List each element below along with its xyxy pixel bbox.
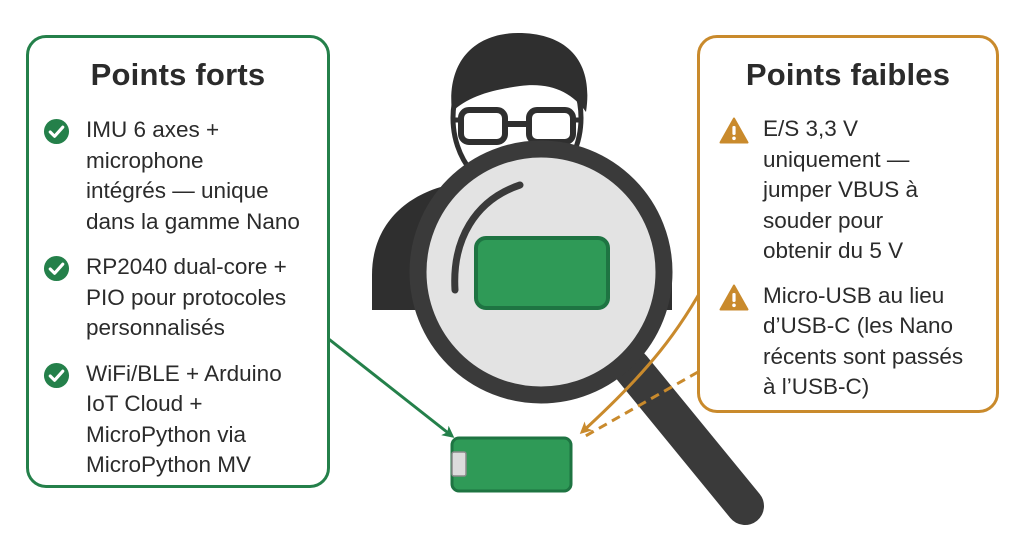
board-chip-icon: [474, 236, 610, 310]
warning-triangle-icon: [719, 284, 749, 310]
weakness-text: Micro-USB au lieu d’USB-C (les Nano réce…: [763, 282, 964, 400]
list-item: Micro-USB au lieu d’USB-C (les Nano réce…: [700, 281, 996, 403]
warning-triangle-icon: [719, 117, 749, 144]
check-circle-icon: [43, 118, 70, 145]
list-item: RP2040 dual-core + PIO pour protocoles p…: [29, 252, 327, 344]
list-item: IMU 6 axes + microphone intégrés — uniqu…: [29, 115, 327, 237]
list-item: WiFi/BLE + Arduino IoT Cloud + MicroPyth…: [29, 359, 327, 481]
weaknesses-panel: Points faibles E/S 3,3 V uniquement — ju…: [697, 35, 999, 413]
check-circle-icon: [43, 255, 70, 282]
strengths-list: IMU 6 axes + microphone intégrés — uniqu…: [29, 115, 327, 481]
strength-text: RP2040 dual-core + PIO pour protocoles p…: [86, 254, 287, 340]
arduino-nano-board-icon: [450, 436, 573, 493]
strengths-title: Points forts: [90, 57, 266, 92]
strength-text: IMU 6 axes + microphone intégrés — uniqu…: [86, 117, 300, 234]
weakness-text: E/S 3,3 V uniquement — jumper VBUS à sou…: [763, 116, 919, 263]
weaknesses-arrow-dashed: [581, 370, 699, 440]
strength-text: WiFi/BLE + Arduino IoT Cloud + MicroPyth…: [86, 360, 282, 478]
strengths-panel: Points forts IMU 6 axes + microphone int…: [26, 35, 330, 488]
list-item: E/S 3,3 V uniquement — jumper VBUS à sou…: [700, 114, 996, 267]
weaknesses-list: E/S 3,3 V uniquement — jumper VBUS à sou…: [700, 114, 996, 403]
weaknesses-title: Points faibles: [745, 57, 951, 92]
check-circle-icon: [43, 362, 70, 388]
